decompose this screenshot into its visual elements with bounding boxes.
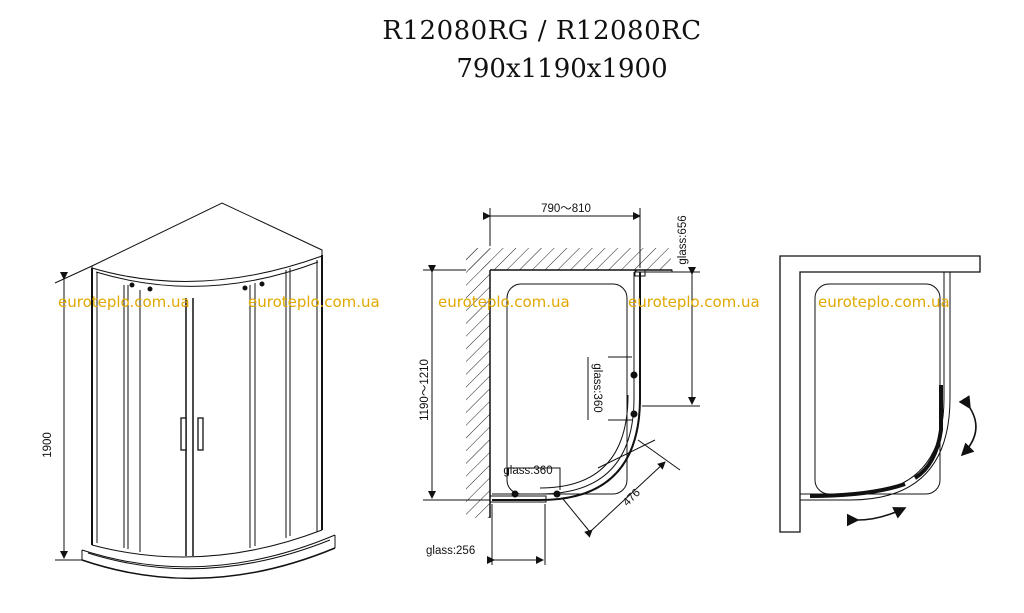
watermark-row: euroteplo.com.ua euroteplo.com.ua eurote…	[58, 293, 950, 311]
model-title: R12080RG / R12080RC	[382, 16, 702, 46]
height-dimension-label: 1900	[42, 432, 54, 458]
glass-front-label: glass:256	[426, 545, 475, 557]
glass-side-label: glass:656	[677, 215, 689, 264]
watermark-3: euroteplo.com.ua	[438, 293, 570, 311]
watermark-2: euroteplo.com.ua	[248, 293, 380, 311]
plan-width-label: 790～810	[541, 203, 591, 215]
plan-depth-label: 1190～1210	[419, 359, 431, 421]
perspective-view	[54, 202, 336, 580]
glass-door-vertical-label: glass:360	[591, 363, 603, 412]
plan-view	[423, 208, 700, 565]
dimensions-subtitle: 790x1190x1900	[456, 54, 668, 84]
watermark-1: euroteplo.com.ua	[58, 293, 190, 311]
radius-label: 476	[621, 487, 643, 509]
watermark-4: euroteplo.com.ua	[628, 293, 760, 311]
glass-door-horizontal-label: glass:360	[503, 465, 552, 477]
opening-view	[779, 255, 981, 533]
watermark-5: euroteplo.com.ua	[818, 293, 950, 311]
